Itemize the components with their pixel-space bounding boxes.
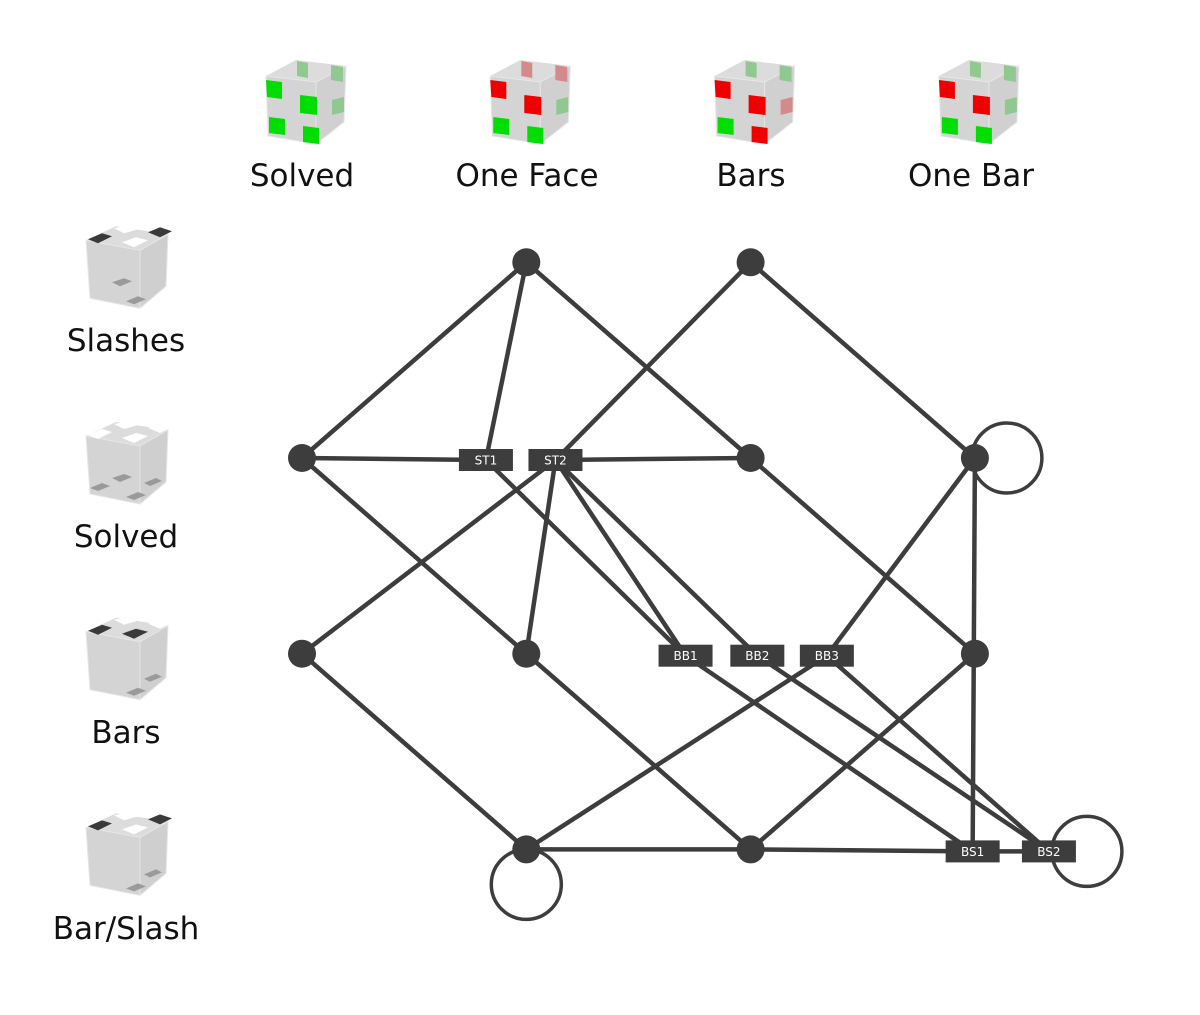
edge-n-c0-r1-ST1 [299, 455, 489, 463]
node-n-c1-r2 [512, 639, 541, 668]
node-n-c2-r1 [736, 444, 765, 472]
column-label-one-bar: One Bar [908, 158, 1034, 194]
cube-icon-bars [714, 60, 796, 146]
edge-ST2-BB2 [553, 457, 760, 658]
edges [299, 260, 1052, 854]
cube-icons [85, 60, 1020, 897]
row-label-bar-slash: Bar/Slash [52, 911, 200, 947]
edge-n-c0-r1-n-c1-r2 [299, 455, 529, 656]
cube-icon-slashes [85, 225, 172, 310]
cube-icon-bars [85, 616, 172, 701]
labeled-node-ST2: ST2 [528, 449, 583, 471]
row-label-slashes: Slashes [66, 323, 186, 359]
edge-BB3-n-c1-r3 [524, 653, 830, 852]
edge-ST1-BB1 [483, 457, 688, 658]
edge-ST2-n-c1-r2 [524, 457, 558, 656]
row-label-solved: Solved [73, 519, 179, 555]
labeled-node-BS1: BS1 [945, 840, 1000, 863]
node-n-c1-r3 [512, 835, 541, 864]
edge-n-c1-r0-ST1 [483, 260, 529, 463]
labeled-node-text: ST1 [475, 454, 498, 468]
edge-BB2-BS2 [755, 653, 1052, 854]
cube-icon-solved [85, 421, 172, 506]
node-n-c2-r3 [736, 835, 765, 864]
edge-n-c1-r0-n-c2-r1 [524, 260, 753, 461]
edge-n-c2-r0-ST2 [553, 260, 753, 463]
node-n-c1-r0 [512, 248, 541, 277]
labeled-node-text: ST2 [544, 454, 567, 468]
edge-n-c2-r1-n-c3-r2 [748, 455, 978, 656]
edge-n-c0-r2-n-c1-r3 [299, 651, 529, 852]
node-n-c3-r2 [960, 639, 989, 668]
node-n-c0-r1 [288, 444, 316, 472]
labeled-node-BB3: BB3 [799, 644, 854, 667]
column-label-one-face: One Face [455, 158, 599, 194]
nodes [288, 248, 989, 864]
edge-ST2-n-c0-r2 [299, 457, 558, 656]
cube-icon-one-bar [938, 60, 1020, 146]
edge-n-c3-r1-BB3 [824, 455, 978, 658]
labeled-node-text: BB3 [815, 649, 839, 663]
column-label-bars: Bars [716, 158, 786, 194]
edge-n-c2-r0-n-c3-r1 [748, 260, 978, 461]
cube-icon-one-face [489, 60, 571, 146]
edge-n-c2-r3-BS1 [748, 847, 975, 854]
node-n-c3-r1 [960, 444, 989, 472]
labeled-node-BB1: BB1 [658, 644, 713, 667]
labeled-node-text: BB2 [745, 649, 769, 663]
labeled-node-BB2: BB2 [730, 644, 785, 667]
labeled-node-BS2: BS2 [1021, 840, 1076, 863]
edge-n-c1-r2-n-c2-r3 [524, 651, 753, 852]
row-label-bars: Bars [91, 715, 161, 751]
edge-n-c1-r0-n-c0-r1 [299, 260, 529, 461]
cube-icon-bar-slash [85, 812, 172, 897]
edge-ST2-BB1 [553, 457, 688, 658]
edge-BB1-BS1 [683, 653, 975, 854]
node-n-c0-r2 [288, 639, 316, 668]
labeled-node-text: BB1 [673, 649, 697, 663]
column-label-solved: Solved [249, 158, 355, 194]
labeled-node-ST1: ST1 [458, 449, 513, 471]
edge-n-c3-r2-n-c2-r3 [748, 651, 978, 852]
labeled-node-text: BS1 [961, 845, 984, 859]
node-n-c2-r0 [736, 248, 765, 277]
labeled-node-text: BS2 [1037, 845, 1060, 859]
edge-ST2-n-c2-r1 [553, 455, 753, 463]
edge-BB3-BS2 [824, 653, 1052, 854]
cube-icon-solved [265, 60, 347, 146]
